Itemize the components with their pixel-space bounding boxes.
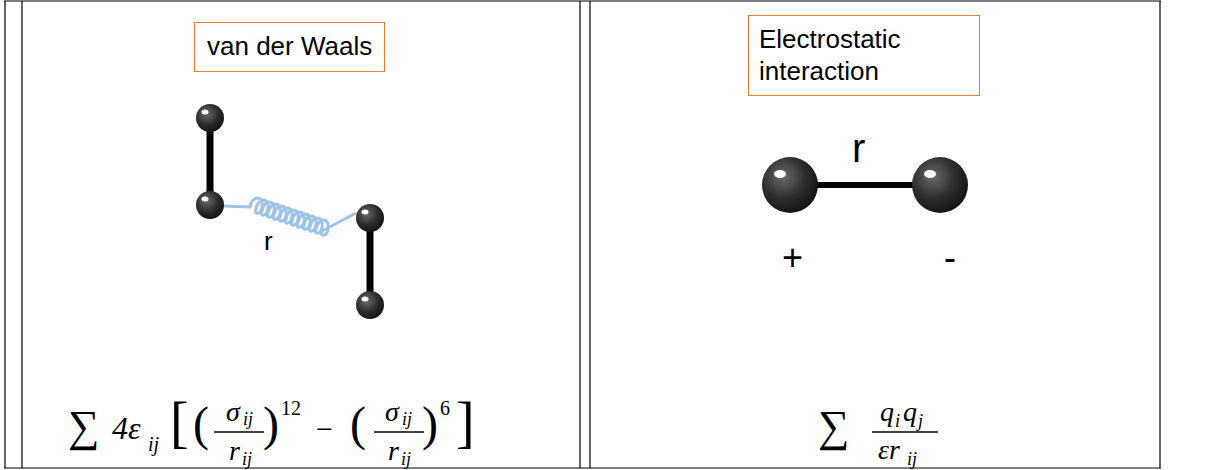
title-box: Electrostatic interaction	[748, 15, 980, 96]
spring	[224, 198, 356, 235]
formula-symbol: r	[388, 437, 399, 465]
formula-bracket: )	[263, 400, 279, 448]
formula-index: i	[895, 412, 900, 430]
title-text: Electrostatic interaction	[759, 24, 969, 87]
atom	[356, 204, 384, 232]
atom	[196, 104, 224, 132]
atom	[762, 157, 818, 213]
formula-exponent: 12	[281, 398, 301, 418]
formula-index: ij	[243, 410, 253, 428]
charge-sign: +	[782, 240, 803, 276]
title-box: van der Waals	[194, 22, 385, 72]
formula-symbol: σ	[385, 398, 399, 426]
atom	[196, 191, 224, 219]
atom	[356, 291, 384, 319]
title-text: van der Waals	[207, 31, 372, 63]
formula-symbol: ∑	[68, 405, 99, 449]
formula-symbol: σ	[226, 398, 240, 426]
formula-symbol: q	[880, 398, 894, 426]
distance-label: r	[264, 228, 273, 254]
charge-sign: -	[944, 240, 956, 276]
atom	[912, 157, 968, 213]
molecule-pair	[196, 104, 384, 319]
formula-index: ij	[907, 450, 917, 468]
formula-index: ij	[402, 410, 412, 428]
formula-index: ij	[242, 450, 252, 468]
formula-symbol: r	[229, 437, 240, 465]
formula-bracket: (	[193, 400, 209, 448]
distance-label: r	[852, 128, 865, 168]
formula-index: ij	[401, 450, 411, 468]
formula-index: j	[918, 412, 923, 430]
formula-symbol: q	[903, 398, 917, 426]
formula-symbol: ∑	[818, 405, 849, 449]
formula-symbol: εr	[878, 436, 900, 464]
formula-exponent: 6	[440, 398, 450, 418]
formula-bracket: [	[170, 394, 189, 450]
formula-bracket: (	[350, 400, 366, 448]
table-border	[4, 1, 1161, 468]
formula-symbol: 4ε	[112, 412, 141, 444]
formula-operator: −	[316, 414, 333, 444]
formula-bracket: )	[422, 400, 438, 448]
formula-index: ij	[148, 434, 159, 454]
formula-bracket: ]	[456, 394, 475, 450]
